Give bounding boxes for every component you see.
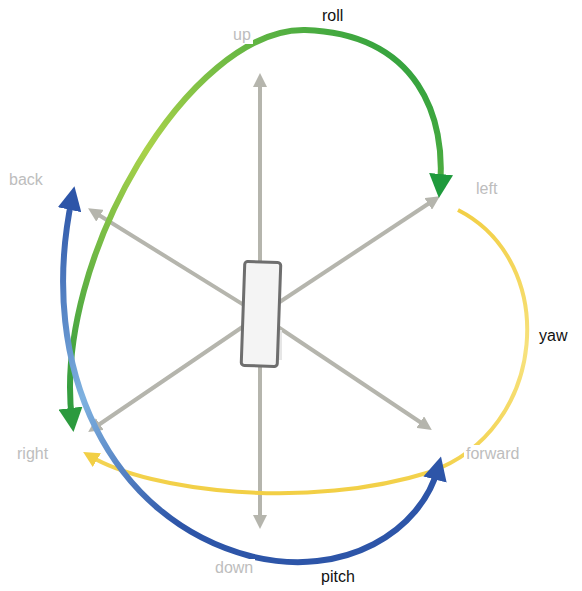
direction-label: up (231, 26, 253, 44)
rotation-label: pitch (319, 568, 357, 586)
yaw-arc (90, 210, 527, 493)
phone (241, 261, 282, 366)
rotation-label: yaw (537, 327, 569, 345)
pitch-arc (63, 198, 438, 562)
direction-label: forward (464, 445, 521, 463)
direction-label: left (474, 180, 499, 198)
direction-label: down (213, 559, 255, 577)
direction-label: right (15, 445, 50, 463)
axes (94, 80, 434, 522)
direction-label: back (7, 171, 45, 189)
rotation-label: roll (320, 7, 345, 25)
roll-arc (70, 30, 441, 420)
